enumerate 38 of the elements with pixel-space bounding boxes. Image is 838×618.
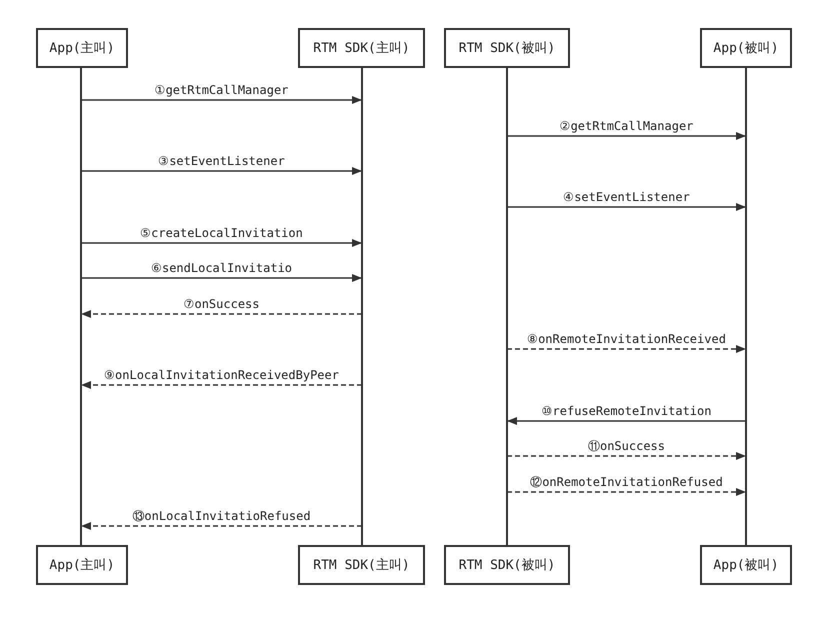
participant-box: App(主叫) bbox=[36, 545, 128, 585]
edge-label: ②getRtmCallManager bbox=[560, 119, 694, 133]
edge-label: ⑪onSuccess bbox=[588, 439, 666, 453]
return-message-arrow bbox=[81, 310, 362, 318]
return-message-arrow bbox=[81, 381, 362, 389]
participant-box: RTM SDK(主叫) bbox=[298, 545, 425, 585]
edge-label: ⑫onRemoteInvitationRefused bbox=[530, 475, 723, 489]
participant-box: RTM SDK(被叫) bbox=[444, 28, 570, 68]
lifeline bbox=[506, 68, 508, 545]
edge-label: ①getRtmCallManager bbox=[154, 83, 288, 97]
edge-label: ④setEventListener bbox=[563, 190, 690, 204]
participant-box: App(被叫) bbox=[700, 545, 792, 585]
return-message-arrow bbox=[81, 522, 362, 530]
participant-box: App(被叫) bbox=[700, 28, 792, 68]
edge-label: ⑦onSuccess bbox=[183, 297, 260, 311]
edge-label: ⑬onLocalInvitatioRefused bbox=[132, 509, 311, 523]
lifeline bbox=[745, 68, 747, 545]
message-arrow bbox=[507, 132, 746, 140]
edge-label: ⑥sendLocalInvitatio bbox=[150, 261, 292, 275]
participant-box: App(主叫) bbox=[36, 28, 128, 68]
return-message-arrow bbox=[507, 345, 746, 353]
lifeline bbox=[80, 68, 82, 545]
edge-label: ③setEventListener bbox=[158, 154, 285, 168]
return-message-arrow bbox=[507, 488, 746, 496]
lifeline bbox=[361, 68, 363, 545]
return-message-arrow bbox=[507, 452, 746, 460]
edge-label: ⑤createLocalInvitation bbox=[140, 226, 303, 240]
edge-label: ⑨onLocalInvitationReceivedByPeer bbox=[104, 368, 339, 382]
message-arrow bbox=[81, 167, 362, 175]
message-arrow bbox=[507, 417, 746, 425]
message-arrow bbox=[507, 203, 746, 211]
edge-label: ⑩refuseRemoteInvitation bbox=[542, 404, 712, 418]
message-arrow bbox=[81, 96, 362, 104]
edge-label: ⑧onRemoteInvitationReceived bbox=[527, 332, 726, 346]
participant-box: RTM SDK(被叫) bbox=[444, 545, 570, 585]
message-arrow bbox=[81, 274, 362, 282]
message-arrow bbox=[81, 239, 362, 247]
participant-box: RTM SDK(主叫) bbox=[298, 28, 425, 68]
